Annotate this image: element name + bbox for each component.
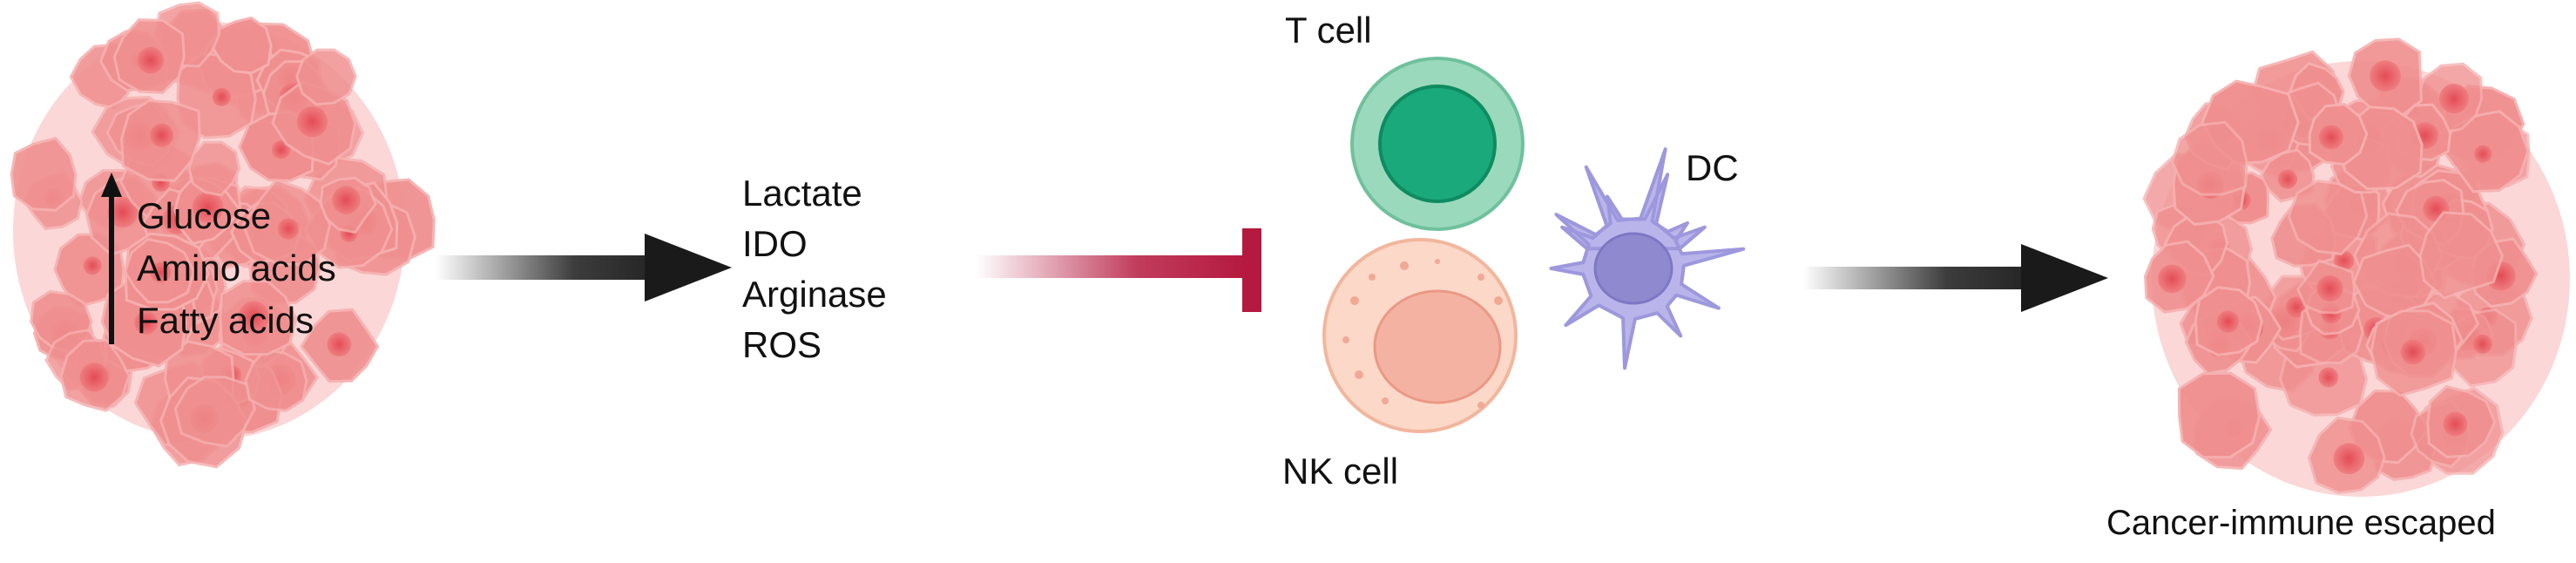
up-arrow-icon <box>101 173 122 344</box>
inhibition-arrow-icon <box>976 228 1261 312</box>
metabolite-label: ROS <box>742 324 822 365</box>
tumor-cluster-icon <box>10 1 436 469</box>
metabolite-label: Arginase <box>742 274 887 315</box>
nutrient-label: Amino acids <box>137 248 336 288</box>
right-arrow-icon <box>436 234 732 302</box>
metabolite-label: Lactate <box>742 173 862 214</box>
t-cell-icon <box>1350 57 1525 231</box>
tumor-cluster-icon <box>2142 37 2570 497</box>
nk-cell-label: NK cell <box>1282 451 1399 492</box>
metabolite-label: IDO <box>742 223 808 264</box>
t-cell-label: T cell <box>1285 10 1372 51</box>
escaped-label: Cancer-immune escaped <box>2106 504 2496 542</box>
dendritic-cell-icon <box>1549 147 1746 370</box>
nk-cell-icon <box>1322 238 1518 433</box>
metabolite-list: Lactate IDO Arginase ROS <box>742 168 887 370</box>
dc-label: DC <box>1686 147 1739 188</box>
nutrient-list: Glucose Amino acids Fatty acids <box>137 190 336 347</box>
nutrient-label: Fatty acids <box>137 300 314 341</box>
right-arrow-icon <box>1803 244 2108 312</box>
nutrient-label: Glucose <box>137 195 272 236</box>
